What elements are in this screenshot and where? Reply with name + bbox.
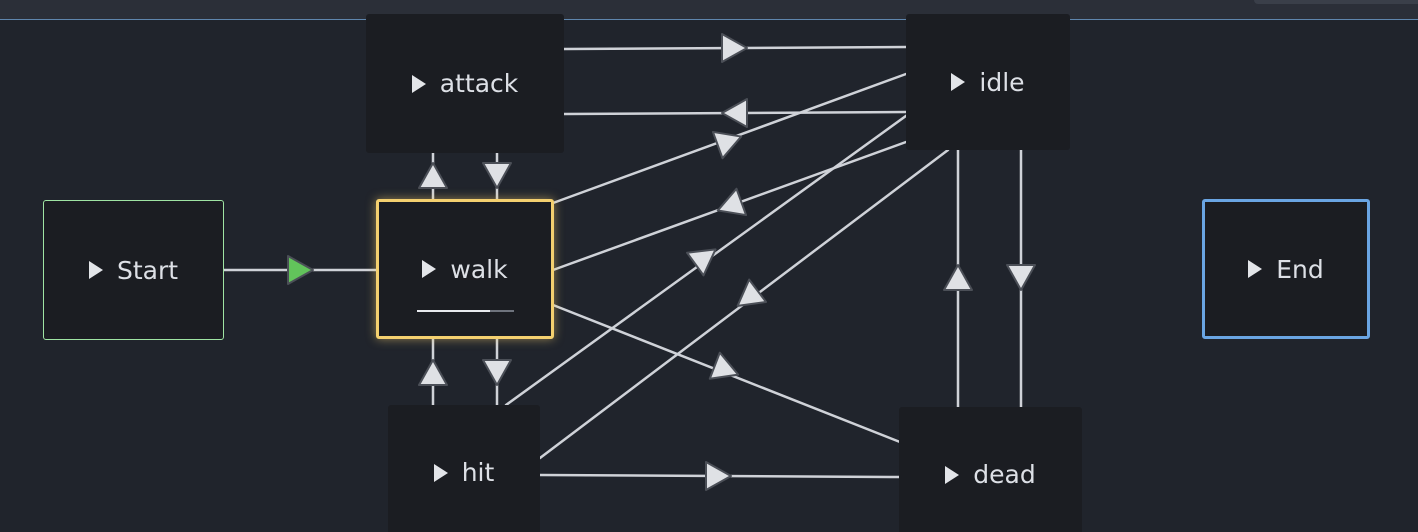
state-node-label: End	[1276, 254, 1324, 284]
play-icon[interactable]	[411, 74, 426, 93]
transition-arrow[interactable]	[1006, 264, 1036, 291]
state-node-walk[interactable]: walk	[376, 199, 554, 339]
transition-arrow[interactable]	[482, 359, 512, 386]
state-node-idle[interactable]: idle	[906, 14, 1070, 150]
state-node-label: hit	[461, 458, 495, 487]
transition-arrow[interactable]	[287, 255, 314, 285]
state-node-label: dead	[973, 460, 1036, 489]
play-icon[interactable]	[88, 261, 103, 279]
state-node-label: attack	[439, 69, 519, 98]
state-node-label: idle	[979, 67, 1025, 97]
transition-arrow[interactable]	[713, 187, 748, 224]
transition-arrow[interactable]	[418, 162, 448, 189]
state-node-dead[interactable]: dead	[899, 407, 1082, 532]
transition-arrow[interactable]	[711, 123, 746, 160]
play-icon[interactable]	[951, 73, 966, 91]
transition-arrow[interactable]	[418, 359, 448, 386]
state-node-start[interactable]: Start	[43, 200, 224, 340]
state-node-attack[interactable]: attack	[366, 14, 564, 153]
transition-arrow[interactable]	[482, 162, 512, 189]
transition-arrow[interactable]	[686, 238, 724, 277]
transition-arrow[interactable]	[729, 278, 768, 317]
state-node-end[interactable]: End	[1202, 199, 1370, 339]
transition-line[interactable]	[504, 98, 930, 407]
state-node-hit[interactable]: hit	[388, 405, 540, 532]
transition-arrow[interactable]	[705, 461, 732, 491]
transition-arrow[interactable]	[721, 33, 748, 63]
play-icon[interactable]	[433, 463, 448, 482]
transition-arrow[interactable]	[943, 264, 973, 291]
state-node-label: Start	[116, 255, 179, 285]
state-node-label: walk	[450, 254, 508, 284]
play-icon[interactable]	[1248, 260, 1263, 278]
playback-progress-bar	[417, 310, 514, 312]
transition-arrow[interactable]	[721, 98, 748, 128]
transition-arrow[interactable]	[708, 351, 743, 388]
horizontal-scrollbar[interactable]	[1254, 0, 1418, 4]
playback-progress-fill	[417, 310, 490, 312]
play-icon[interactable]	[422, 260, 437, 278]
play-icon[interactable]	[945, 465, 960, 484]
